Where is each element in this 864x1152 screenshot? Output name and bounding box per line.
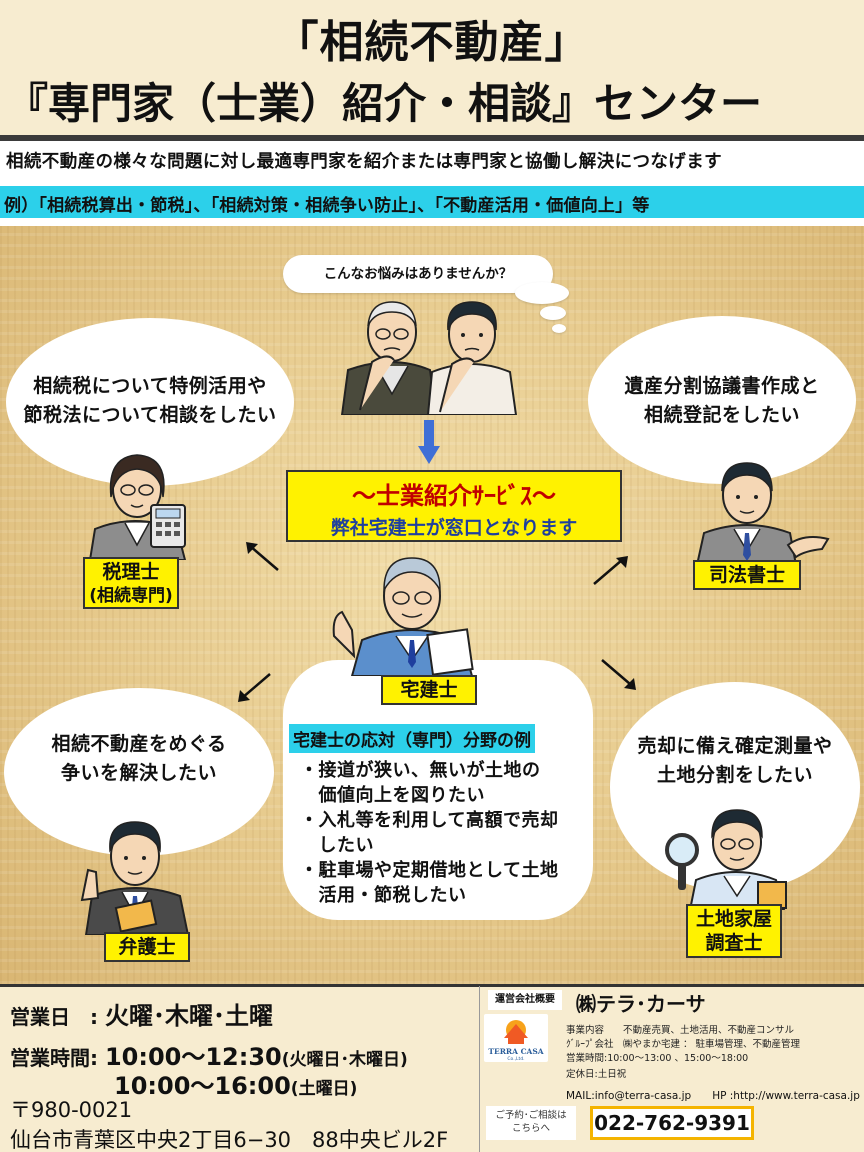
real-estate-agent-illustration <box>332 557 474 676</box>
bubble-tax-text: 相続税について特例活用や 節税法について相談をしたい <box>10 372 290 430</box>
bubble-tax-line1: 相続税について特例活用や <box>33 375 267 397</box>
list-item: ・駐車場や定期借地として土地 <box>300 860 559 881</box>
company-business: 事業内容 不動産売買、土地活用、不動産コンサル <box>566 1025 795 1036</box>
label-judicial-scrivener: 司法書士 <box>693 560 801 590</box>
business-hours-1: 営業時間: 10:00～12:30(火曜日･木曜日) <box>10 1037 408 1072</box>
bubble-tax-line2: 節税法について相談をしたい <box>23 404 277 426</box>
bubble-lawyer-line1: 相続不動産をめぐる <box>51 733 227 755</box>
thought-bubble-text: こんなお悩みはありませんか？ <box>323 266 513 282</box>
worried-people-illustration <box>340 301 518 415</box>
company-name: ㈱テラ･カーサ <box>576 992 706 1016</box>
logo-text: TERRA CASA <box>488 1047 543 1056</box>
bubble-judicial-text: 遺産分割協議書作成と 相続登記をしたい <box>590 372 854 430</box>
thought-dot <box>540 306 566 320</box>
company-logo: TERRA CASA Co.,Ltd. <box>484 1014 548 1062</box>
arrow-down-left-icon <box>238 673 271 702</box>
thought-bubble: こんなお悩みはありませんか？ <box>283 255 553 293</box>
footer-divider <box>479 986 480 1152</box>
company-group: ｸﾞﾙｰﾌﾟ会社 ㈱やまか宅建 ： 駐車場管理、不動産管理 <box>566 1039 801 1050</box>
business-hours-1-value: 10:00～12:30 <box>104 1043 282 1071</box>
bubble-judicial <box>588 316 856 484</box>
list-item: 活用・節税したい <box>300 885 467 906</box>
reservation-note: ご予約･ご相談は こちらへ <box>486 1106 576 1140</box>
business-days: 営業日 : 火曜･木曜･土曜 <box>10 996 273 1031</box>
label-tax-accountant-line2: (相続専門) <box>89 586 173 606</box>
bubble-lawyer-line2: 争いを解決したい <box>60 762 217 784</box>
header: 「相続不動産」 『専門家（士業）紹介・相談』センター <box>0 0 864 138</box>
label-lawyer: 弁護士 <box>104 932 190 962</box>
company-logo-icon: TERRA CASA Co.,Ltd. <box>488 1020 544 1062</box>
business-days-label: 営業日 : <box>10 1005 98 1029</box>
business-hours-2-value: 10:00～16:00 <box>114 1072 291 1100</box>
page-title-line2: 『専門家（士業）紹介・相談』センター <box>6 79 763 128</box>
label-real-estate-agent: 宅建士 <box>381 675 477 705</box>
bubble-surveyor-text: 売却に備え確定測量や 土地分割をしたい <box>612 732 858 790</box>
field-list: ・接道が狭い、無いが土地の 価値向上を図りたい ・入札等を利用して高額で売却 し… <box>300 758 558 908</box>
business-hours-2: 10:00～16:00(土曜日) <box>114 1066 357 1101</box>
arrow-down-right-icon <box>601 659 636 690</box>
phone-number[interactable]: 022-762-9391 <box>590 1106 754 1140</box>
business-days-value: 火曜･木曜･土曜 <box>104 1002 273 1030</box>
label-surveyor: 土地家屋 調査士 <box>686 904 782 958</box>
logo-subtext: Co.,Ltd. <box>507 1056 524 1062</box>
arrow-up-left-icon <box>246 542 279 571</box>
service-subtitle: 弊社宅建士が窓口となります <box>330 517 578 539</box>
company-tag: 運営会社概要 <box>488 990 562 1010</box>
bubble-judicial-line2: 相続登記をしたい <box>643 404 800 426</box>
list-item: したい <box>300 835 374 856</box>
thought-dot <box>552 324 566 333</box>
address: 仙台市青葉区中央2丁目6−30 88中央ビル2F <box>10 1128 449 1152</box>
examples-banner: 例）「相続税算出・節税」、「相続対策・相続争い防止」、「不動産活用・価値向上」等 <box>0 186 864 218</box>
label-tax-accountant-line1: 税理士 <box>102 561 160 583</box>
bubble-surveyor-line1: 売却に備え確定測量や <box>637 735 833 757</box>
bubble-surveyor-line2: 土地分割をしたい <box>656 764 813 786</box>
field-title: 宅建士の応対（専門）分野の例 <box>289 724 535 753</box>
lawyer-illustration <box>80 821 190 935</box>
arrow-up-right-icon <box>593 556 628 585</box>
company-hours: 営業時間:10:00～13:00 、15:00～18:00 <box>566 1053 749 1064</box>
label-surveyor-line2: 調査士 <box>705 932 763 954</box>
service-box: ～士業紹介ｻｰﾋﾞｽ～ 弊社宅建士が窓口となります <box>286 470 622 542</box>
thought-dot <box>515 282 569 304</box>
tax-accountant-illustration <box>88 454 187 560</box>
service-title: ～士業紹介ｻｰﾋﾞｽ～ <box>352 482 556 510</box>
page-title-line1: 「相続不動産」 <box>274 17 590 68</box>
down-arrow-icon <box>418 420 440 464</box>
list-item: ・入札等を利用して高額で売却 <box>300 810 559 831</box>
list-item: ・接道が狭い、無いが土地の <box>300 760 541 781</box>
list-item: 価値向上を図りたい <box>300 785 485 806</box>
business-hours-label: 営業時間: <box>10 1046 98 1070</box>
judicial-scrivener-illustration <box>695 462 830 565</box>
page-subtitle: 相続不動産の様々な問題に対し最適専門家を紹介または専門家と協働し解決につなげます <box>6 152 722 172</box>
business-hours-1-note: (火曜日･木曜日) <box>281 1050 408 1070</box>
bubble-judicial-line1: 遺産分割協議書作成と <box>624 375 820 397</box>
company-holiday: 定休日:土日祝 <box>566 1069 627 1080</box>
reservation-note-line2: こちらへ <box>511 1123 550 1134</box>
reservation-note-line1: ご予約･ご相談は <box>495 1110 567 1121</box>
label-tax-accountant: 税理士 (相続専門) <box>83 557 179 609</box>
bubble-lawyer-text: 相続不動産をめぐる 争いを解決したい <box>4 730 274 788</box>
business-hours-2-note: (土曜日) <box>290 1079 358 1099</box>
mail-and-homepage[interactable]: MAIL:info@terra-casa.jp HP :http://www.t… <box>566 1090 860 1102</box>
surveyor-illustration <box>665 809 787 910</box>
label-surveyor-line1: 土地家屋 <box>695 908 772 930</box>
header-divider <box>0 135 864 141</box>
postal-code: 〒980-0021 <box>10 1098 133 1122</box>
